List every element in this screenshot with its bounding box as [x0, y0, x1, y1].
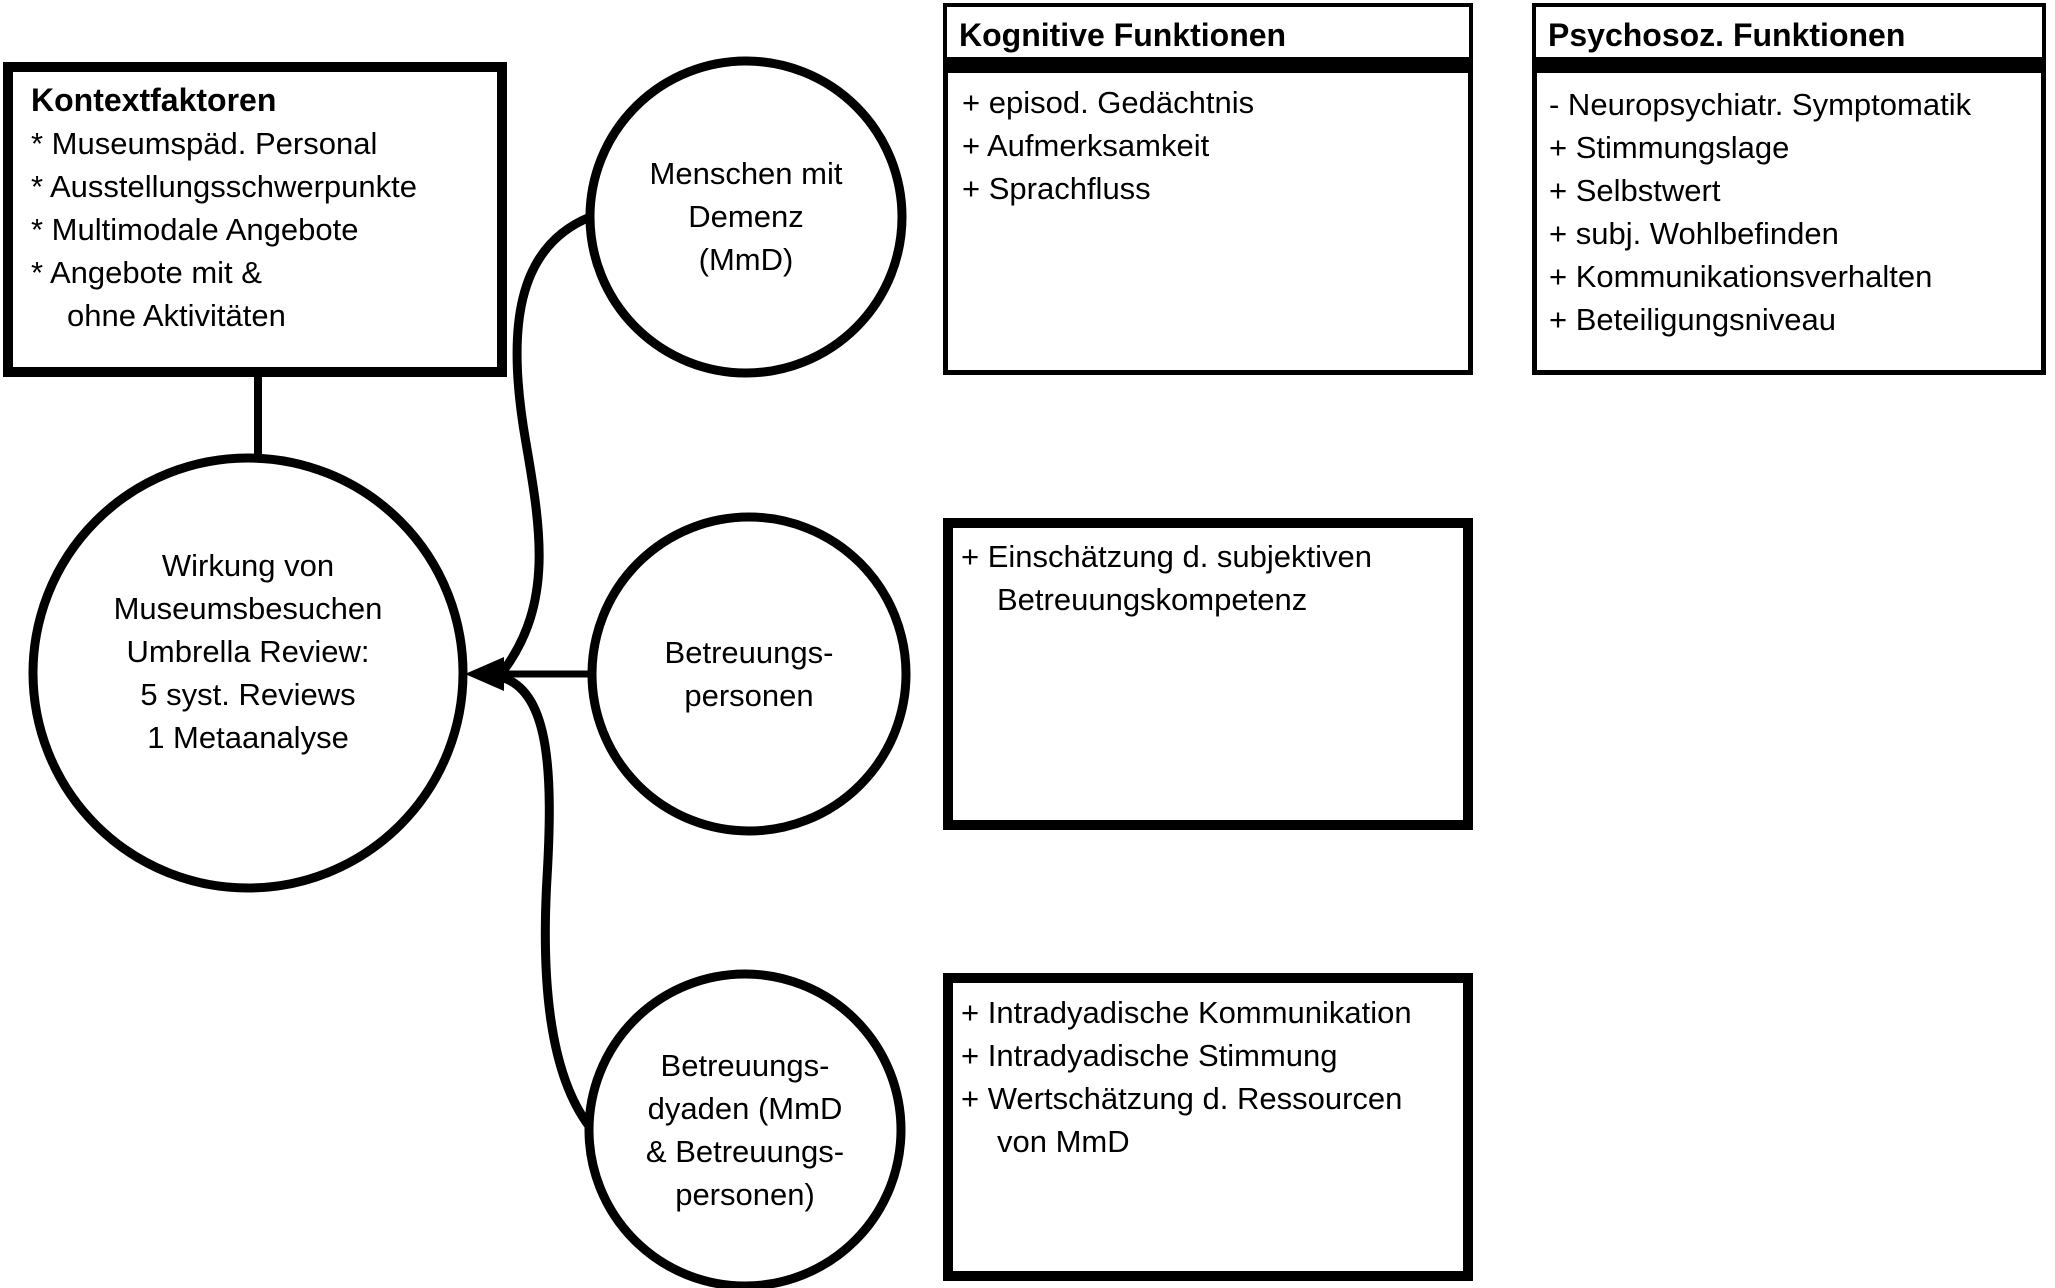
main-circle-label: Wirkung von Museumsbesuchen Umbrella Rev… [58, 544, 438, 759]
caregiver-outcome-item: + Einschätzung d. subjektiven [961, 539, 1373, 574]
context-factor-item: * Multimodale Angebote [31, 212, 359, 247]
circle-caregivers-label: Betreuungs- personen [589, 631, 909, 717]
cognitive-functions-title: Kognitive Funktionen [959, 17, 1287, 53]
dyad-outcome-item-continuation: von MmD [997, 1124, 1130, 1159]
caregiver-outcome-item-continuation: Betreuungskompetenz [997, 582, 1308, 617]
circle-dyads-line: dyaden (MmD [647, 1091, 843, 1126]
circle-mmd-shape [585, 56, 907, 378]
context-factor-item: * Ausstellungsschwerpunkte [31, 169, 418, 204]
psychosocial-item: + Selbstwert [1549, 173, 1721, 208]
dyad-outcome-item: + Intradyadische Stimmung [961, 1038, 1338, 1073]
main-circle-line: 1 Metaanalyse [147, 720, 349, 755]
main-circle-line: Umbrella Review: [126, 634, 370, 669]
context-factor-item: * Museumspäd. Personal [31, 126, 378, 161]
context-factor-item: * Angebote mit & [31, 255, 262, 290]
psychosocial-item: + Beteiligungsniveau [1549, 302, 1836, 337]
circle-mmd-line: Demenz [688, 199, 804, 234]
arrowhead-icon [465, 657, 504, 691]
cognitive-functions-box: + episod. Gedächtnis + Aufmerksamkeit + … [943, 73, 1473, 375]
main-circle-shape [28, 453, 468, 893]
circle-mmd-label: Menschen mit Demenz (MmD) [586, 152, 906, 281]
dyad-outcome-item: + Intradyadische Kommunikation [961, 995, 1412, 1030]
circle-dyads-shape [584, 969, 906, 1288]
caregiver-outcomes-box: + Einschätzung d. subjektiven Betreuungs… [943, 518, 1473, 830]
circle-dyads-line: & Betreuungs- [645, 1134, 845, 1169]
psychosocial-functions-header: Psychosoz. Funktionen [1532, 3, 2046, 73]
psychosocial-functions-box: - Neuropsychiatr. Symptomatik + Stimmung… [1532, 73, 2046, 375]
dyad-outcomes-box: + Intradyadische Kommunikation + Intrady… [943, 973, 1473, 1281]
circle-dyads-line: personen) [675, 1177, 815, 1212]
circle-dyads-line: Betreuungs- [660, 1048, 830, 1083]
psychosocial-item: - Neuropsychiatr. Symptomatik [1549, 87, 1972, 122]
cognitive-item: + Sprachfluss [962, 171, 1151, 206]
dyad-outcome-item: + Wertschätzung d. Ressourcen [961, 1081, 1403, 1116]
main-circle-line: Museumsbesuchen [113, 591, 383, 626]
psychosocial-item: + Stimmungslage [1549, 130, 1790, 165]
psychosocial-functions-title: Psychosoz. Funktionen [1548, 17, 1906, 53]
circle-mmd-line: (MmD) [698, 242, 794, 277]
context-factor-item-continuation: ohne Aktivitäten [67, 298, 286, 333]
circle-caregivers-line: personen [684, 678, 814, 713]
psychosocial-item: + Kommunikationsverhalten [1549, 259, 1933, 294]
circle-caregivers-line: Betreuungs- [664, 635, 834, 670]
circle-dyads-label: Betreuungs- dyaden (MmD & Betreuungs- pe… [585, 1044, 905, 1216]
cognitive-item: + episod. Gedächtnis [962, 85, 1255, 120]
connector-dyads-to-junction [502, 673, 593, 1129]
context-factors-box: Kontextfaktoren * Museumspäd. Personal *… [3, 62, 507, 377]
context-factors-title: Kontextfaktoren [31, 82, 277, 118]
psychosocial-item: + subj. Wohlbefinden [1549, 216, 1839, 251]
connector-mmd-to-junction [500, 212, 592, 673]
main-circle-line: 5 syst. Reviews [140, 677, 356, 712]
circle-mmd-line: Menschen mit [649, 156, 843, 191]
circle-caregivers-shape [587, 512, 911, 836]
main-circle-line: Wirkung von [161, 548, 335, 583]
cognitive-functions-header: Kognitive Funktionen [943, 3, 1473, 73]
cognitive-item: + Aufmerksamkeit [962, 128, 1210, 163]
